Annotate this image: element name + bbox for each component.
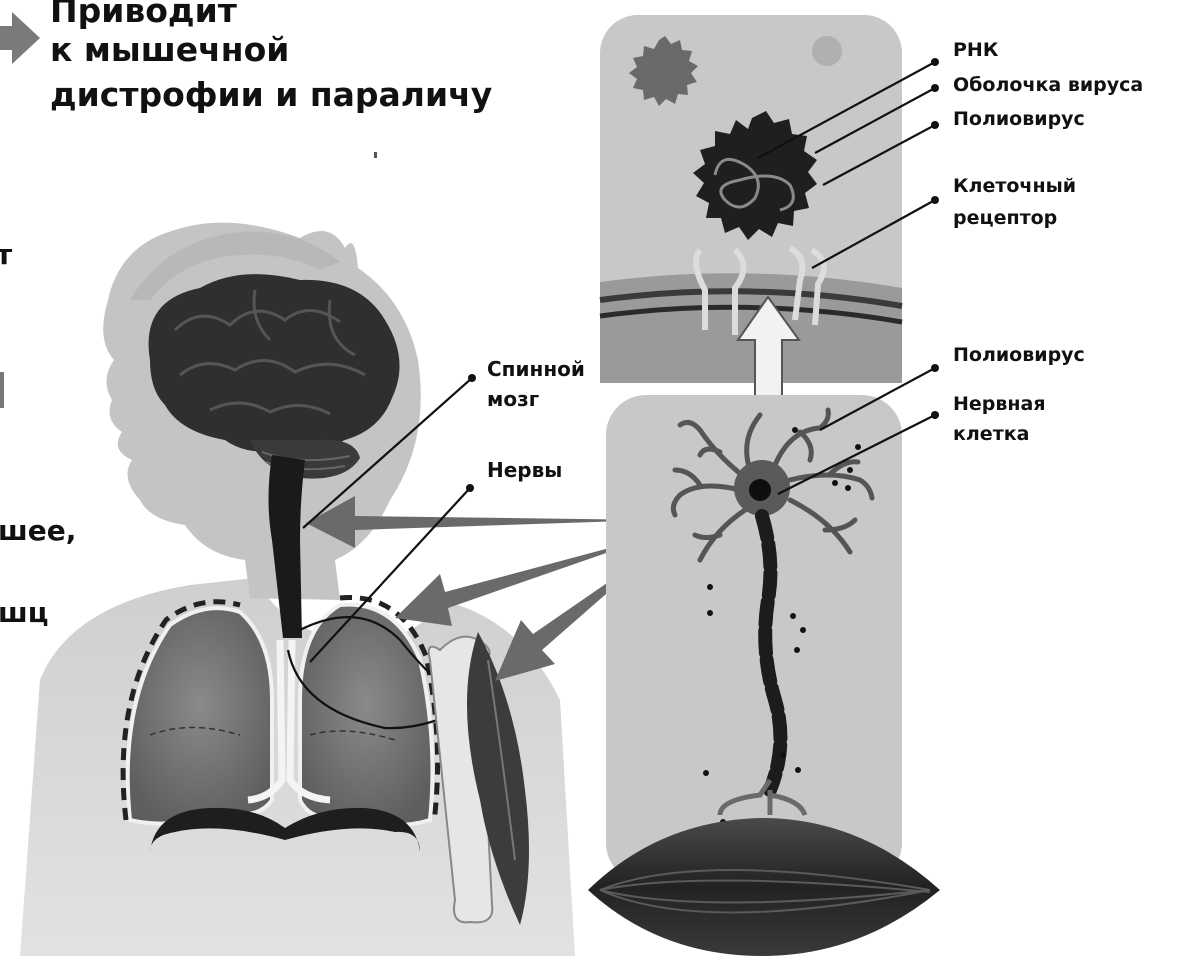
label-poliovirus-top: Полиовирус (953, 108, 1085, 130)
side-fragment-3: шц (0, 596, 49, 629)
headline: Приводит к мышечной дистрофии и параличу (0, 0, 492, 114)
label-cell-receptor-line-2: рецептор (953, 207, 1057, 229)
label-nerve-cell-line-1: Нервная (953, 393, 1046, 415)
neuron-nucleus (749, 479, 771, 501)
headline-line-3: дистрофии и параличу (50, 75, 492, 114)
label-nerve-cell-line-2: клетка (953, 423, 1029, 445)
label-poliovirus-mid: Полиовирус (953, 344, 1085, 366)
label-rnk: РНК (953, 39, 999, 61)
virus-receptor-panel (600, 15, 902, 432)
arrow-right-icon (0, 12, 40, 64)
side-bar (0, 372, 4, 408)
label-nerves: Нервы (487, 458, 562, 482)
label-virus-shell: Оболочка вируса (953, 74, 1143, 96)
speck (374, 152, 377, 158)
side-fragment-1: т (0, 238, 13, 271)
side-fragment-2: шее, (0, 514, 76, 547)
side-text-fragments: т шее, шц (0, 238, 76, 629)
nerve-cell-panel (588, 395, 940, 956)
label-cell-receptor-line-1: Клеточный (953, 175, 1076, 197)
label-spinal-cord-line-1: Спинной (487, 357, 585, 381)
headline-line-1: Приводит (50, 0, 237, 30)
headline-line-2: к мышечной (50, 30, 289, 69)
label-spinal-cord-line-2: мозг (487, 387, 539, 411)
